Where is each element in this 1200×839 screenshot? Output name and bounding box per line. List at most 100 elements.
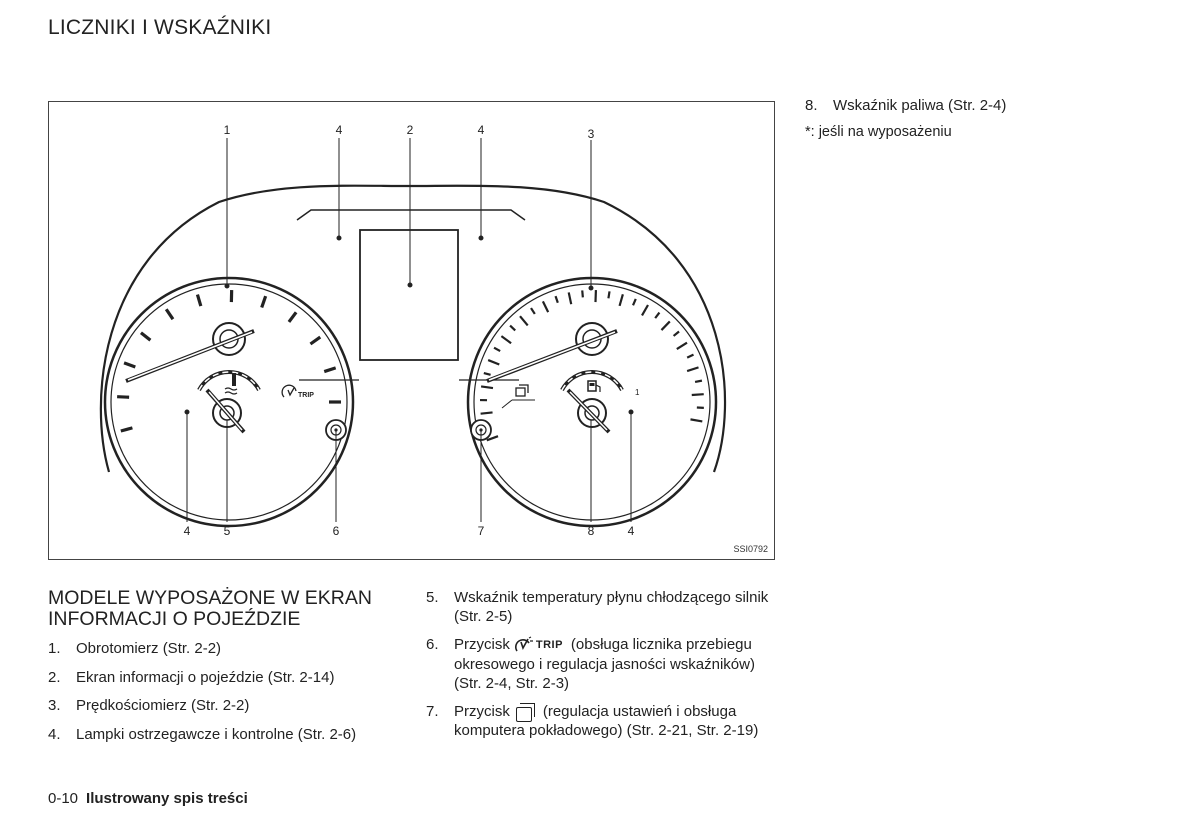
vehicle-info-screen xyxy=(359,229,459,361)
gauge-tick xyxy=(139,331,152,342)
list-item-6: 6. Przycisk TRIP(obsługa licznika przebie… xyxy=(426,635,786,693)
gauge-tick xyxy=(690,418,703,423)
callout-6: 6 xyxy=(333,524,340,538)
gauge-tick xyxy=(541,300,550,313)
item-text: Wskaźnik temperatury płynu chłodzącego s… xyxy=(454,589,769,625)
figure-code: SSI0792 xyxy=(733,544,768,554)
temperature-gauge xyxy=(197,370,261,434)
fuel-gauge: 1 xyxy=(560,370,640,434)
footer-title: Ilustrowany spis treści xyxy=(86,790,248,807)
gauge-tick xyxy=(483,371,491,376)
gauge-tick xyxy=(607,291,611,299)
gauge-tick xyxy=(117,395,130,399)
gauge-tick xyxy=(480,411,493,415)
gauge-tick xyxy=(260,295,268,309)
item-number: 6. xyxy=(426,636,439,653)
legend-list-left: 1. Obrotomierz (Str. 2-2) 2. Ekran informa… xyxy=(48,640,408,754)
gauge-tick xyxy=(164,308,175,321)
gauge-tick xyxy=(691,393,704,397)
page-number: 0-10 xyxy=(48,790,79,807)
item-number: 4. xyxy=(48,725,61,743)
trip-icon-dial: TRIP xyxy=(281,384,314,399)
gauge-tick xyxy=(123,361,136,369)
gauge-tick xyxy=(676,341,688,350)
callout-4c: 4 xyxy=(184,524,191,538)
gauge-tick xyxy=(694,379,703,384)
item-text: Ekran informacji o pojeździe (Str. 2-14) xyxy=(76,668,335,686)
callout-3: 3 xyxy=(588,127,595,141)
callout-2: 2 xyxy=(407,123,414,137)
item-text: Lampki ostrzegawcze i kontrolne (Str. 2-… xyxy=(76,725,357,743)
gauge-tick xyxy=(287,311,298,323)
callout-5: 5 xyxy=(224,524,231,538)
gauge-tick xyxy=(309,335,322,346)
list-item-1: 1. Obrotomierz (Str. 2-2) xyxy=(48,640,408,669)
gauge-tick xyxy=(686,353,694,359)
instrument-cluster-drawing: 1 TRIP xyxy=(99,123,727,538)
gauge-tick xyxy=(618,294,624,307)
item-text: (regulacja ustawień i obsługa komputera … xyxy=(454,702,759,739)
cluster-housing xyxy=(99,184,727,473)
item-number: 8. xyxy=(805,97,818,114)
callout-8: 8 xyxy=(588,524,595,538)
setting-icon-dial xyxy=(501,384,535,409)
section-title: MODELE WYPOSAŻONE W EKRAN INFORMACJI O P… xyxy=(48,587,372,630)
item-text: (obsługa licznika przebiegu okresowego i… xyxy=(454,636,755,692)
right-column: 8. Wskaźnik paliwa (Str. 2-4) *: jeśli na… xyxy=(805,97,1165,140)
gauge-tick xyxy=(486,435,499,442)
gauge-tick xyxy=(641,304,649,316)
gauge-tick xyxy=(686,366,699,373)
gauge-tick xyxy=(323,366,337,374)
item-number: 3. xyxy=(48,697,61,714)
footnote: *: jeśli na wyposażeniu xyxy=(805,124,952,140)
tachometer-dial xyxy=(103,276,355,528)
fuel-scale-mark: 1 xyxy=(635,388,640,397)
gauge-tick xyxy=(500,335,512,345)
gauge-tick xyxy=(660,320,671,331)
gauge-tick xyxy=(554,295,559,304)
gauge-tick xyxy=(519,315,529,327)
item-number: 5. xyxy=(426,589,439,606)
gauge-tick xyxy=(632,298,637,306)
trip-icon-label: TRIP xyxy=(535,638,563,651)
gauge-tick xyxy=(195,294,203,307)
page-footer: 0-10 Ilustrowany spis treści xyxy=(48,790,248,807)
page-title: LICZNIKI I WSKAŹNIKI xyxy=(48,16,272,39)
gauge-tick xyxy=(487,359,500,366)
trip-label: TRIP xyxy=(298,392,314,399)
gauge-tick xyxy=(480,385,494,390)
display-hood xyxy=(296,209,526,221)
callout-4d: 4 xyxy=(628,524,635,538)
gauge-tick xyxy=(672,330,680,337)
gauge-tick xyxy=(567,292,573,305)
item-prefix: Przycisk xyxy=(454,702,510,720)
list-item-3: 3. Prędkościomierz (Str. 2-2) xyxy=(48,697,408,726)
setting-button-icon xyxy=(515,702,535,722)
callout-1: 1 xyxy=(224,123,231,137)
list-item-5: 5. Wskaźnik temperatury płynu chłodząceg… xyxy=(426,588,786,626)
list-item-7: 7. Przycisk(regulacja ustawień i obsługa… xyxy=(426,702,786,740)
item-number: 7. xyxy=(426,702,439,720)
item-number: 2. xyxy=(48,668,61,686)
list-item-8: 8. Wskaźnik paliwa (Str. 2-4) xyxy=(805,97,1165,114)
item-text: Wskaźnik paliwa (Str. 2-4) xyxy=(833,97,1007,114)
item-number: 1. xyxy=(48,640,61,657)
callout-4a: 4 xyxy=(336,123,343,137)
gauge-tick xyxy=(530,307,536,315)
item-text: Obrotomierz (Str. 2-2) xyxy=(76,640,222,657)
speedometer-dial xyxy=(466,276,718,528)
item-prefix: Przycisk xyxy=(454,636,510,653)
gauge-tick xyxy=(493,346,501,353)
callout-7: 7 xyxy=(478,524,485,538)
item-text: Prędkościomierz (Str. 2-2) xyxy=(76,697,250,714)
trip-button-icon: TRIP xyxy=(514,636,563,655)
legend-list-right: 5. Wskaźnik temperatury płynu chłodząceg… xyxy=(426,588,786,749)
instrument-cluster-figure: 1 TRIP xyxy=(48,101,775,560)
gauge-tick xyxy=(581,290,584,298)
callout-4b: 4 xyxy=(478,123,485,137)
gauge-tick xyxy=(654,311,661,319)
gauge-tick xyxy=(509,324,516,332)
gauge-tick xyxy=(120,426,133,433)
list-item-4: 4. Lampki ostrzegawcze i kontrolne (Str. … xyxy=(48,726,408,755)
list-item-2: 2. Ekran informacji o pojeździe (Str. 2-1… xyxy=(48,669,408,698)
